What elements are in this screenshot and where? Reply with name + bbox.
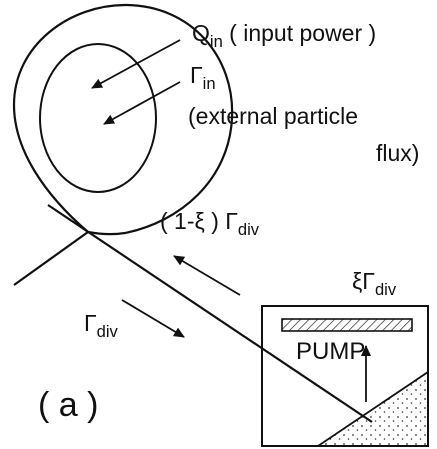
div-flux-label: Γdiv: [84, 310, 118, 341]
separatrix-leg-left: [13, 231, 89, 286]
pump-bar: [281, 318, 413, 332]
q-in-label: Qin ( input power ): [192, 20, 377, 51]
pumped-flux-label: ξΓdiv: [352, 268, 397, 299]
external-flux-line2: flux): [376, 140, 420, 166]
pump-label: PUMP: [296, 338, 366, 365]
separatrix-loop: [12, 3, 234, 236]
divertor-leg: [47, 204, 373, 423]
div-flux-arrow: [121, 299, 185, 338]
external-flux-line1: (external particle: [188, 103, 359, 129]
panel-label: ( a ): [38, 386, 99, 424]
q-in-arrow: [91, 39, 181, 89]
gamma-in-label: Γin: [190, 62, 216, 93]
return-flux-arrow: [173, 255, 241, 296]
gamma-in-arrow: [103, 81, 181, 125]
return-flux-label: ( 1-ξ ) Γdiv: [160, 208, 260, 239]
divertor-plate: [315, 370, 429, 447]
inner-surface: [39, 43, 157, 193]
